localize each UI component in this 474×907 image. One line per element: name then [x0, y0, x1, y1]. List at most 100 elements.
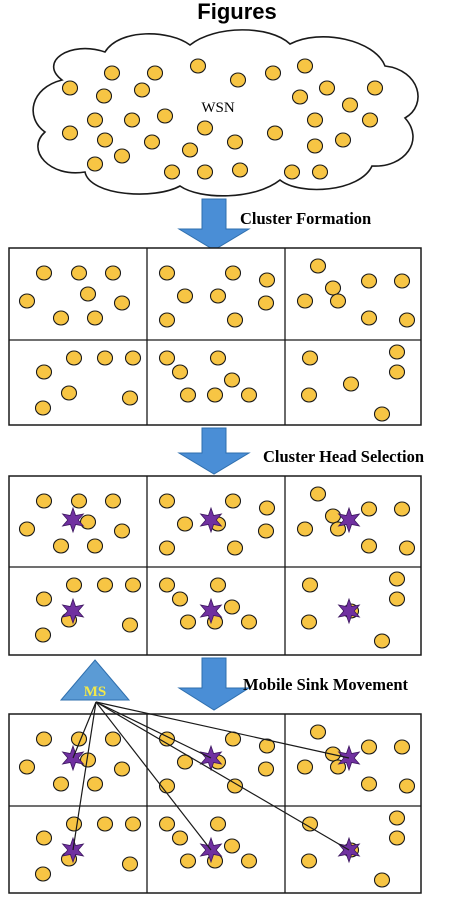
sensor-node-icon	[258, 272, 276, 288]
sensor-node-icon	[52, 310, 70, 326]
cluster-head-star-icon	[337, 506, 361, 534]
sensor-node-icon	[329, 293, 347, 309]
sensor-node-icon	[229, 72, 247, 88]
sensor-node-icon	[240, 853, 258, 869]
cloud-sensor-nodes	[61, 58, 384, 180]
mobile-sink: MS	[59, 659, 131, 701]
sensor-node-icon	[226, 778, 244, 794]
sensor-node-icon	[96, 816, 114, 832]
sensor-node-icon	[113, 761, 131, 777]
cluster-head-star-icon	[337, 597, 361, 625]
sensor-node-icon	[361, 112, 379, 128]
cluster-head-star-icon	[61, 597, 85, 625]
sensor-node-icon	[318, 80, 336, 96]
sensor-node-icon	[121, 856, 139, 872]
sensor-node-icon	[179, 853, 197, 869]
cluster-formation-grid	[8, 247, 422, 426]
sensor-node-icon	[398, 312, 416, 328]
sensor-node-icon	[70, 265, 88, 281]
cluster-cell	[300, 810, 406, 888]
sensor-node-icon	[113, 148, 131, 164]
sensor-node-icon	[296, 58, 314, 74]
sensor-node-icon	[223, 372, 241, 388]
sensor-node-icon	[176, 288, 194, 304]
sensor-node-icon	[171, 591, 189, 607]
figure-heading: Figures	[197, 0, 276, 24]
sensor-node-icon	[35, 265, 53, 281]
sensor-node-icon	[133, 82, 151, 98]
sensor-node-icon	[393, 273, 411, 289]
sensor-node-icon	[366, 80, 384, 96]
sensor-node-icon	[176, 516, 194, 532]
sensor-node-icon	[266, 125, 284, 141]
sensor-node-icon	[158, 312, 176, 328]
sensor-node-icon	[196, 120, 214, 136]
cluster-cell	[34, 577, 142, 643]
flow-arrow-1: Cluster Formation	[177, 198, 371, 251]
sensor-node-icon	[113, 523, 131, 539]
sensor-node-icon	[121, 617, 139, 633]
sensor-node-icon	[34, 400, 52, 416]
down-arrow-icon	[177, 427, 251, 475]
sensor-node-icon	[311, 164, 329, 180]
cluster-cell	[158, 577, 258, 630]
cluster-cell	[18, 493, 131, 554]
sensor-node-icon	[388, 830, 406, 846]
sensor-node-icon	[258, 738, 276, 754]
sink-link-line	[72, 701, 97, 759]
sensor-node-icon	[388, 591, 406, 607]
sensor-node-icon	[95, 88, 113, 104]
sensor-node-icon	[301, 816, 319, 832]
sensor-node-icon	[257, 761, 275, 777]
sensor-node-icon	[283, 164, 301, 180]
down-arrow-icon	[177, 198, 251, 251]
sensor-node-icon	[257, 523, 275, 539]
sensor-node-icon	[300, 387, 318, 403]
sensor-node-icon	[143, 134, 161, 150]
sensor-node-icon	[373, 872, 391, 888]
sensor-node-icon	[388, 810, 406, 826]
sensor-node-icon	[18, 293, 36, 309]
sensor-node-icon	[209, 577, 227, 593]
sensor-node-icon	[79, 514, 97, 530]
cluster-cell	[300, 571, 406, 649]
cluster-cell	[158, 350, 258, 403]
sensor-node-icon	[124, 816, 142, 832]
sensor-node-icon	[146, 65, 164, 81]
step-label-cluster-formation: Cluster Formation	[240, 209, 371, 228]
sensor-node-icon	[158, 816, 176, 832]
sensor-node-icon	[388, 344, 406, 360]
sensor-node-icon	[96, 350, 114, 366]
sensor-node-icon	[113, 295, 131, 311]
cloud-label: WSN	[201, 100, 235, 116]
sensor-node-icon	[35, 364, 53, 380]
sensor-node-icon	[324, 280, 342, 296]
sink-link-line	[95, 701, 212, 851]
sensor-node-icon	[398, 540, 416, 556]
sensor-node-icon	[309, 258, 327, 274]
sensor-node-icon	[86, 538, 104, 554]
sensor-node-icon	[35, 493, 53, 509]
sensor-node-icon	[240, 387, 258, 403]
sensor-node-icon	[373, 406, 391, 422]
sensor-node-icon	[231, 162, 249, 178]
cluster-cell	[296, 258, 416, 328]
sensor-node-icon	[176, 754, 194, 770]
sensor-node-icon	[258, 500, 276, 516]
sensor-node-icon	[124, 350, 142, 366]
sensor-node-icon	[65, 350, 83, 366]
cluster-head-selection-grid	[8, 475, 422, 656]
sensor-node-icon	[171, 364, 189, 380]
sensor-node-icon	[96, 132, 114, 148]
sensor-node-icon	[388, 571, 406, 587]
sink-link-line	[95, 701, 212, 759]
flow-arrow-2: Cluster Head Selection	[177, 427, 424, 475]
sensor-node-icon	[179, 387, 197, 403]
sensor-node-icon	[35, 591, 53, 607]
cluster-head-star-icon	[61, 506, 85, 534]
cluster-head-star-icon	[199, 506, 223, 534]
step-label-mobile-sink-movement: Mobile Sink Movement	[243, 675, 408, 694]
sensor-node-icon	[388, 364, 406, 380]
sensor-node-icon	[34, 627, 52, 643]
